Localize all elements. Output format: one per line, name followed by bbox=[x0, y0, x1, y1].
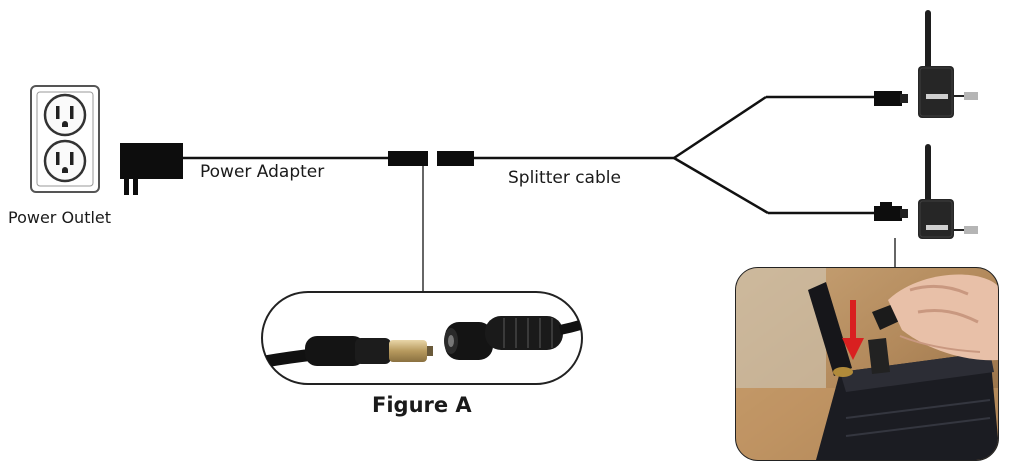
figure-a-caption: Figure A bbox=[372, 393, 472, 417]
power-outlet-label: Power Outlet bbox=[8, 208, 112, 227]
barrel-connector-icon bbox=[388, 151, 474, 166]
power-adapter-icon bbox=[120, 143, 390, 195]
power-adapter-label: Power Adapter bbox=[200, 162, 325, 182]
device-connection-photo bbox=[735, 267, 999, 461]
splitter-cable bbox=[474, 95, 874, 215]
red-arrow-icon bbox=[842, 300, 864, 360]
figure-a-photo bbox=[261, 291, 583, 385]
power-outlet-icon bbox=[30, 85, 100, 193]
splitter-cable-label: Splitter cable bbox=[508, 168, 621, 188]
wireless-device-icon bbox=[874, 144, 978, 239]
wireless-device-icon bbox=[874, 10, 978, 118]
